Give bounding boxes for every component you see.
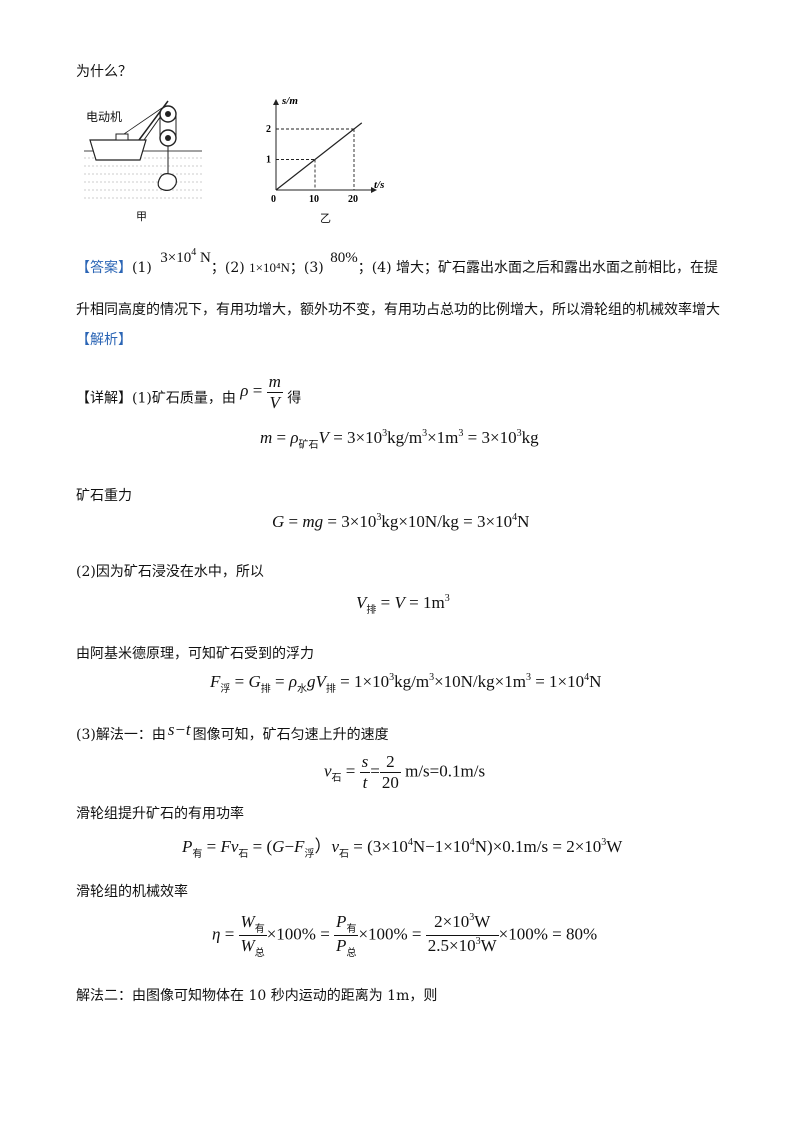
question-tail: 为什么？ — [76, 64, 132, 80]
eq-buoyancy: F浮 = G排 = ρ水gV排 = 1×103kg/m3×10N/kg×1m3 … — [210, 672, 602, 695]
analysis-tag: 【解析】 — [76, 332, 132, 348]
st-line — [275, 128, 355, 191]
x-tick-label: 20 — [348, 194, 358, 205]
eq-vpai: V排 = V = 1m3 — [356, 593, 450, 616]
answer-p4: ；(4) 增大；矿石露出水面之后和露出水面之前相比，在提 — [357, 260, 718, 276]
figure-jia — [84, 96, 204, 226]
st-line-extension — [353, 122, 363, 130]
answer-line-1: 【答案】(1) 3×104 N；(2) 1×10⁴N；(3) 80%；(4) 增… — [76, 247, 718, 276]
figure-yi-caption: 乙 — [320, 212, 331, 225]
method2-text: 解法二：由图像可知物体在 10 秒内运动的距离为 1m，则 — [76, 988, 438, 1004]
x-axis-label: t/s — [374, 179, 384, 191]
answer-v2: 1×10⁴N — [249, 260, 290, 275]
x-tick-label: 10 — [309, 194, 319, 205]
eq-mass: m = ρ矿石V = 3×103kg/m3×1m3 = 3×103kg — [260, 428, 539, 451]
origin-label: 0 — [271, 194, 276, 205]
eq-gravity: G = mg = 3×103kg×10N/kg = 3×104N — [272, 512, 530, 531]
answer-v1: 3×104 N — [160, 247, 211, 266]
st-graph: s/m t/s 0 1 2 10 20 — [254, 92, 404, 232]
archimedes-text: 由阿基米德原理，可知矿石受到的浮力 — [76, 646, 314, 662]
ore — [157, 173, 177, 191]
answer-v3: 80% — [330, 250, 358, 266]
eq-power: P有 = Fv石 = (G−F浮）v石 = (3×104N−1×104N)×0.… — [182, 837, 623, 860]
figure-jia-caption: 甲 — [136, 210, 147, 223]
y-tick-label: 2 — [266, 124, 271, 135]
boat — [89, 139, 147, 161]
y-axis-label: s/m — [281, 95, 298, 107]
motor-label: 电动机 — [86, 110, 123, 124]
st-graph-svg: s/m t/s 0 1 2 10 20 — [266, 95, 384, 205]
crane-diagram — [84, 100, 202, 199]
efficiency-label: 滑轮组的机械效率 — [76, 884, 188, 900]
y-tick-label: 1 — [266, 155, 271, 166]
motor — [115, 133, 129, 141]
part2-text: (2)因为矿石浸没在水中，所以 — [76, 564, 264, 580]
power-label: 滑轮组提升矿石的有用功率 — [76, 806, 244, 822]
answer-tag: 【答案】 — [76, 260, 132, 276]
gravity-label: 矿石重力 — [76, 488, 132, 504]
answer-line-2: 升相同高度的情况下，有用功增大，额外功不变，有用功占总功的比例增大，所以滑轮组的… — [76, 302, 720, 318]
